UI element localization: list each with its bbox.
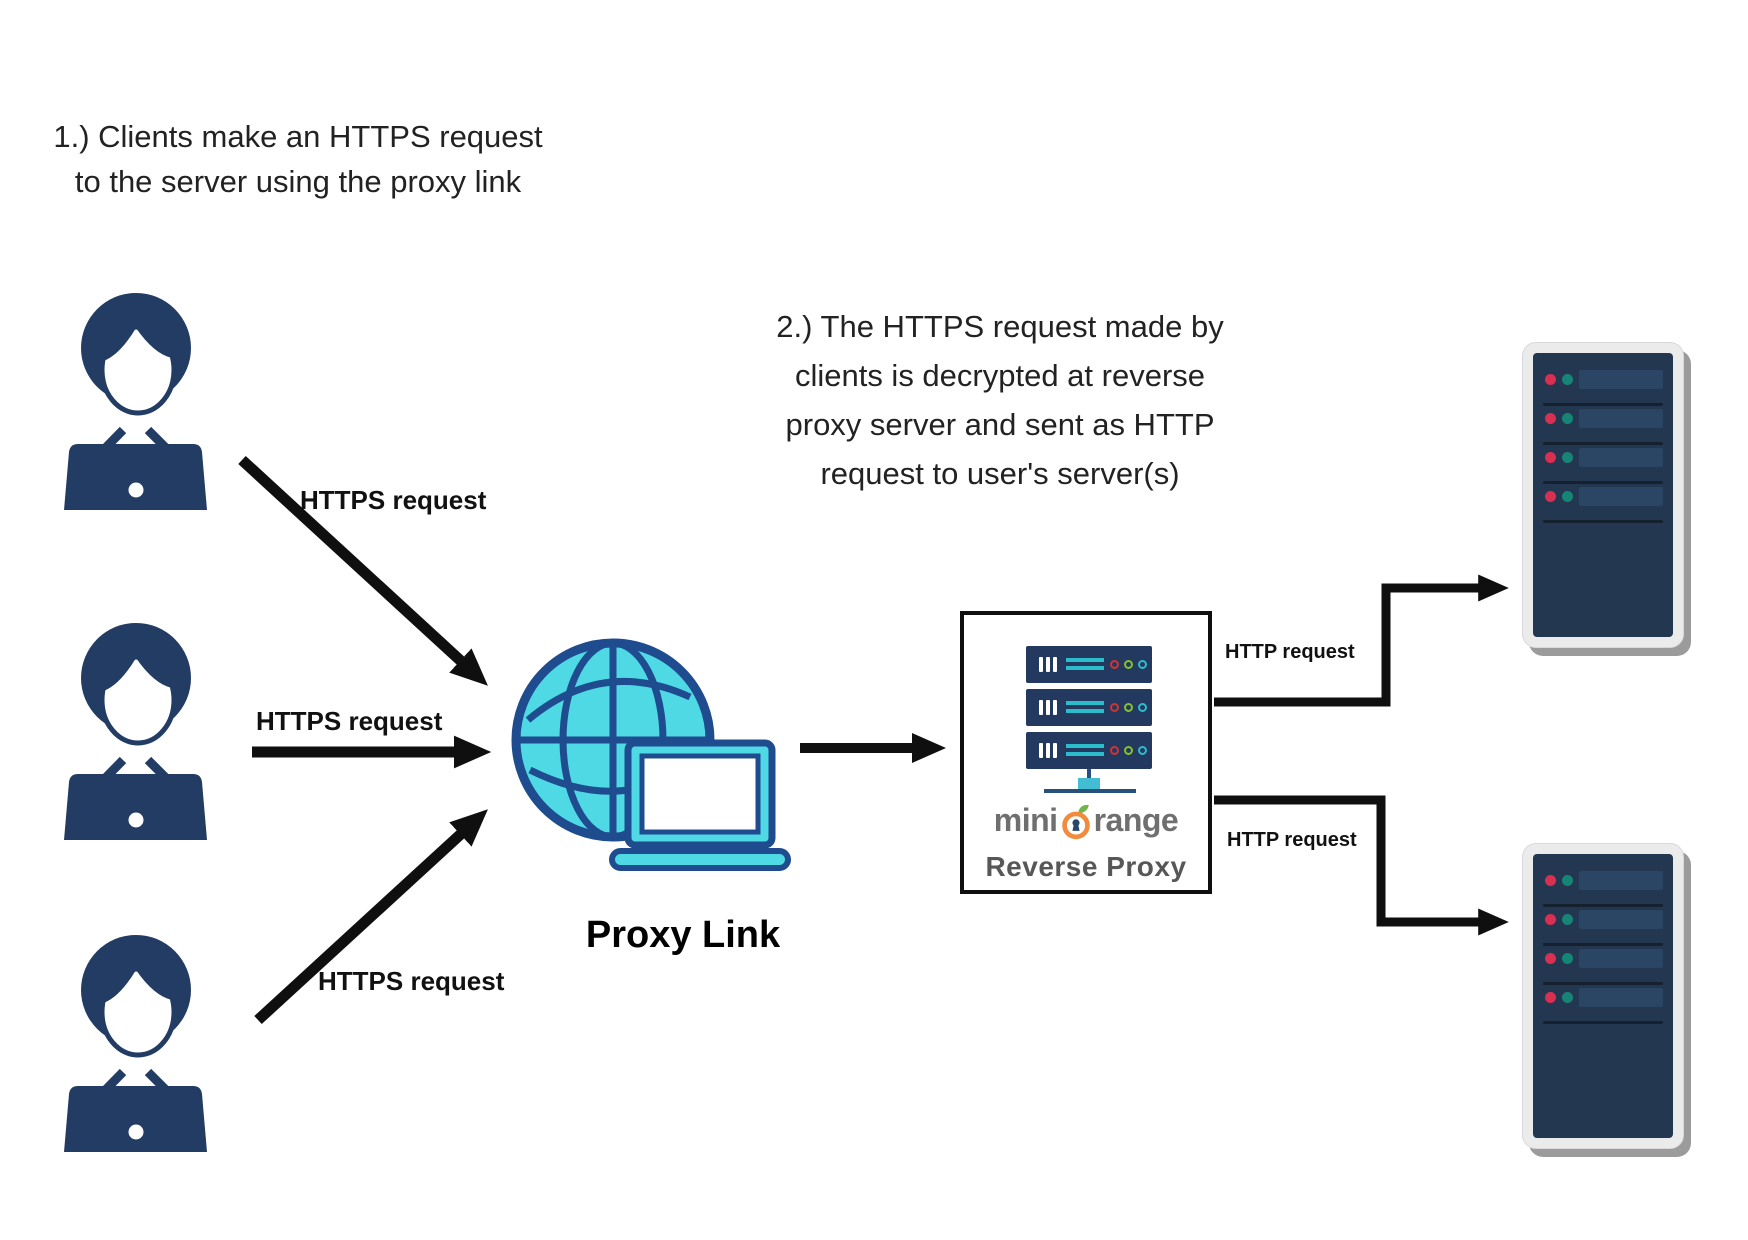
arrow-reverse-proxy-to-server1 [1214, 574, 1509, 707]
led-teal-icon [1562, 452, 1573, 463]
http-request-label-2: HTTP request [1227, 829, 1357, 851]
led-red-icon [1545, 953, 1556, 964]
network-connector-node [1078, 778, 1100, 792]
tower-row [1533, 484, 1673, 523]
led-teal-icon [1562, 491, 1573, 502]
led-red-icon [1110, 746, 1119, 755]
server-tower-icon-2 [1522, 843, 1684, 1149]
client-3 [48, 920, 223, 1160]
https-request-label-2: HTTPS request [256, 706, 443, 736]
rack-server-icon [1026, 646, 1152, 683]
tower-row [1533, 406, 1673, 445]
led-red-icon [1545, 875, 1556, 886]
user-with-laptop-icon [64, 935, 207, 1152]
http-request-label-1: HTTP request [1225, 641, 1355, 663]
led-red-icon [1545, 914, 1556, 925]
tower-row [1533, 907, 1673, 946]
tower-row [1533, 445, 1673, 484]
led-cyan-icon [1138, 703, 1147, 712]
drive-slot [1579, 448, 1663, 467]
drive-slot [1579, 370, 1663, 389]
led-teal-icon [1562, 992, 1573, 1003]
tower-row [1533, 985, 1673, 1024]
step-1-annotation: 1.) Clients make an HTTPS request to the… [53, 119, 543, 199]
client-2 [48, 608, 223, 848]
leaf-icon [1078, 804, 1089, 814]
tower-row [1533, 367, 1673, 406]
led-green-icon [1124, 703, 1133, 712]
server-tower-icon-1 [1522, 342, 1684, 648]
arrow-client3-to-proxy [254, 809, 488, 1025]
drive-slot [1579, 910, 1663, 929]
led-green-icon [1124, 746, 1133, 755]
led-teal-icon [1562, 953, 1573, 964]
step-2-annotation: 2.) The HTTPS request made by clients is… [776, 309, 1224, 491]
rack-server-icon [1026, 689, 1152, 726]
led-red-icon [1545, 491, 1556, 502]
led-red-icon [1110, 660, 1119, 669]
led-red-icon [1545, 992, 1556, 1003]
https-request-label-3: HTTPS request [318, 966, 505, 996]
rack-server-icon [1026, 732, 1152, 769]
user-with-laptop-icon [64, 623, 207, 840]
drive-slot [1579, 409, 1663, 428]
led-red-icon [1545, 413, 1556, 424]
led-green-icon [1124, 660, 1133, 669]
led-teal-icon [1562, 374, 1573, 385]
drive-slot [1579, 988, 1663, 1007]
arrow-reverse-proxy-to-server2 [1214, 795, 1509, 936]
https-request-label-1: HTTPS request [300, 485, 487, 515]
led-teal-icon [1562, 914, 1573, 925]
user-with-laptop-icon [64, 293, 207, 510]
led-teal-icon [1562, 413, 1573, 424]
led-red-icon [1545, 452, 1556, 463]
led-teal-icon [1562, 875, 1573, 886]
proxy-link-label: Proxy Link [585, 914, 781, 956]
tower-row [1533, 946, 1673, 985]
miniorange-logo: mini range [964, 801, 1208, 840]
brand-prefix: mini [993, 801, 1058, 838]
led-cyan-icon [1138, 660, 1147, 669]
drive-slot [1579, 871, 1663, 890]
reverse-proxy-label: Reverse Proxy [985, 851, 1187, 882]
network-connector [1087, 769, 1091, 781]
client-1 [48, 278, 223, 518]
drive-slot [1579, 949, 1663, 968]
orange-ring-keyhole-leaf-icon [1061, 804, 1090, 840]
network-connector-bus [1044, 789, 1136, 793]
drive-slot [1579, 487, 1663, 506]
led-cyan-icon [1138, 746, 1147, 755]
proxy-laptop-icon [609, 739, 791, 871]
tower-row [1533, 868, 1673, 907]
arrow-client1-to-proxy [238, 455, 488, 686]
brand-suffix: range [1093, 801, 1179, 838]
led-red-icon [1110, 703, 1119, 712]
reverse-proxy-box: mini range Reverse Proxy [960, 611, 1212, 894]
led-red-icon [1545, 374, 1556, 385]
